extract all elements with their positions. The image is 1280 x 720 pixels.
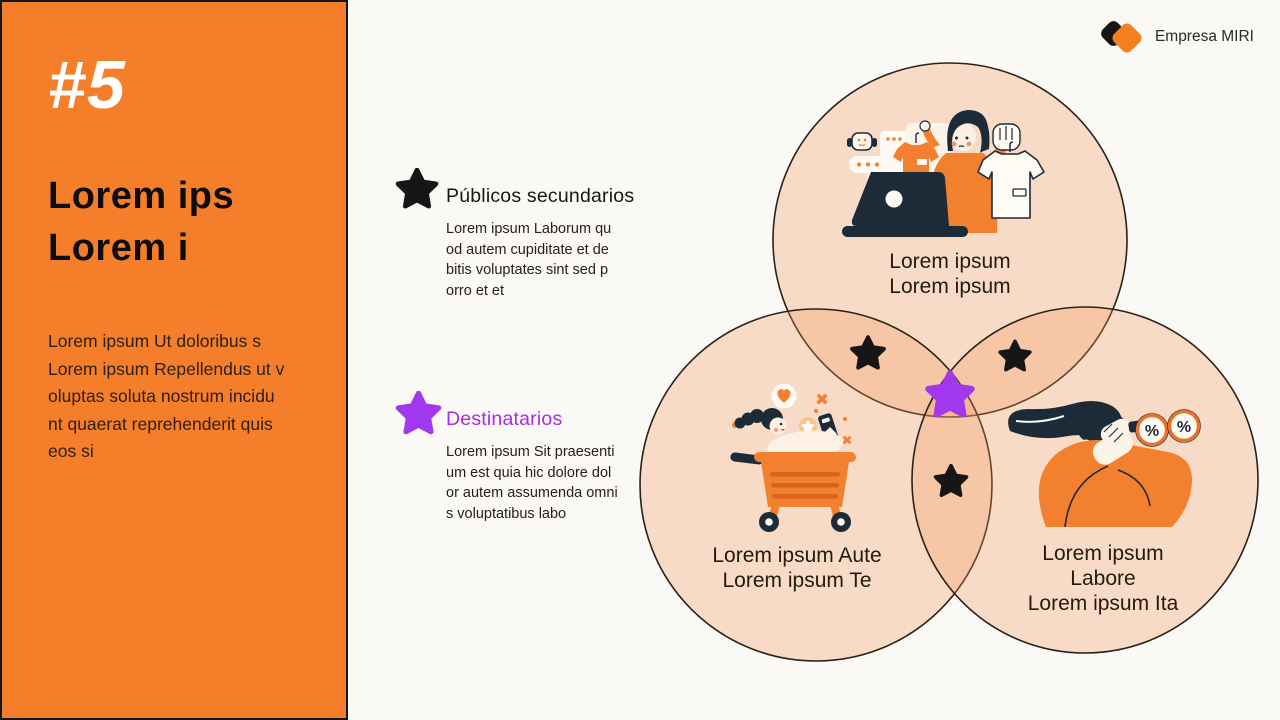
sparkle-icon (842, 435, 852, 445)
legend-item-publicos-secundarios: Públicos secundarios Lorem ipsum Laborum… (395, 168, 635, 301)
laptop-icon (842, 172, 968, 237)
binoculars-icon: % % (1128, 409, 1201, 447)
brand-mark (1098, 18, 1147, 56)
star-badge-icon (799, 417, 817, 435)
venn-circle-top (772, 62, 1128, 418)
online-shopper-illustration (842, 110, 1045, 237)
legend-title-publicos-secundarios: Públicos secundarios (446, 185, 635, 207)
legend-body-destinatarios: Lorem ipsum Sit praesenti um est quia hi… (446, 444, 618, 522)
percent-symbol: % (1145, 423, 1159, 440)
slide-number: #5 (48, 47, 126, 123)
slide-title: Lorem ips Lorem i (48, 175, 235, 269)
white-tshirt-icon (977, 141, 1045, 219)
black-star-icon (395, 168, 439, 212)
orange-tshirt-icon (893, 132, 939, 177)
cart-icon (730, 452, 856, 532)
shopping-cart-illustration (730, 383, 856, 532)
discount-scout-illustration: % % (1008, 400, 1201, 528)
venn-label-top: Lorem ipsum Lorem ipsum (889, 250, 1011, 298)
heart-icon (771, 383, 797, 409)
headphones-icon (847, 132, 877, 151)
legend-body-publicos-secundarios: Lorem ipsum Laborum qu od autem cupidita… (446, 221, 612, 299)
purple-star-icon (395, 391, 442, 438)
brand-name: Empresa MIRI (1154, 28, 1254, 45)
raised-hand-icon (992, 123, 1021, 151)
venn-label-bottom-left: Lorem ipsum Aute Lorem ipsum Te (712, 544, 882, 592)
slide-description: Lorem ipsum Ut doloribus s Lorem ipsum R… (48, 331, 285, 461)
sparkle-icon (816, 393, 828, 405)
legend-item-destinatarios: Destinatarios Lorem ipsum Sit praesenti … (395, 391, 635, 524)
legend-title-destinatarios: Destinatarios (446, 408, 563, 430)
percent-symbol: % (1177, 419, 1191, 436)
venn-label-bottom-right: Lorem ipsum Labore Lorem ipsum Ita (1027, 542, 1179, 615)
left-panel: #5 Lorem ips Lorem i Lorem ipsum Ut dolo… (0, 0, 348, 720)
brand-logo: Empresa MIRI (1098, 18, 1254, 56)
hands (1092, 418, 1133, 465)
shopper-head (947, 110, 990, 153)
